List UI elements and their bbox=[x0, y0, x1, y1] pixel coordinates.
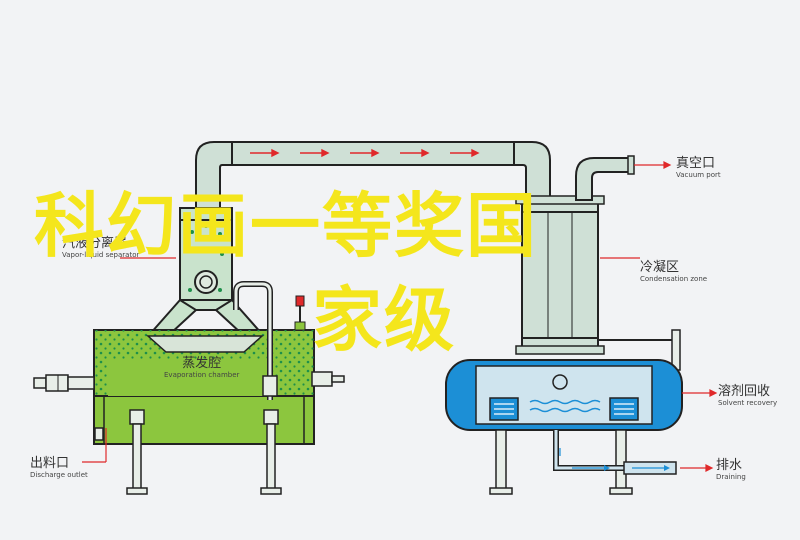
inlet-valve bbox=[294, 295, 306, 331]
overlay-title-line2: 家级 bbox=[312, 279, 456, 361]
drain-pipe bbox=[553, 430, 677, 475]
evaporation-chamber-vessel bbox=[93, 329, 315, 445]
tank-legs bbox=[489, 429, 633, 495]
solvent-recovery-tank bbox=[445, 359, 683, 431]
evaporator-legs bbox=[94, 409, 282, 495]
separator-label: 汽液分离器 Vapor-liquid separator bbox=[62, 236, 140, 259]
vacuum-pipe bbox=[575, 155, 635, 201]
overlay-title-line1: 科幻画一等奖国 bbox=[34, 185, 538, 267]
discharge-outlet-label: 出料口 Discharge outlet bbox=[30, 456, 88, 479]
draining-label: 排水 Draining bbox=[716, 458, 746, 481]
condensation-zone-label: 冷凝区 Condensation zone bbox=[640, 260, 708, 283]
callout-arrows bbox=[82, 161, 718, 472]
solvent-recovery-label: 溶剂回收 Solvent recovery bbox=[718, 384, 778, 407]
separator-column bbox=[147, 207, 265, 335]
condenser-column bbox=[515, 195, 605, 355]
evaporation-chamber-label: 蒸发腔 Evaporation chamber bbox=[164, 356, 240, 379]
sight-tube bbox=[233, 281, 278, 400]
left-fittings bbox=[33, 371, 345, 392]
flow-arrows-top bbox=[250, 148, 480, 158]
vacuum-port-label: 真空口 Vacuum port bbox=[676, 156, 721, 179]
